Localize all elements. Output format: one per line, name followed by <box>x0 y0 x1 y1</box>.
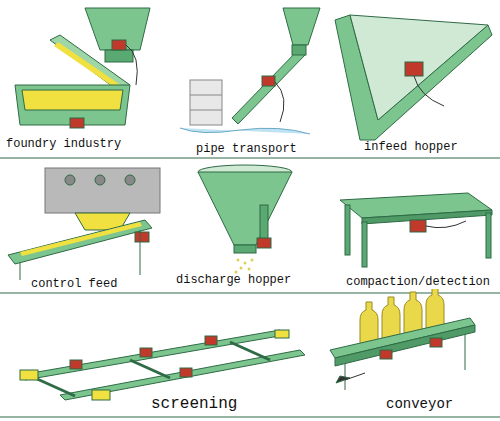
screening-figure <box>20 330 305 400</box>
caption-label: compaction/detection <box>345 276 491 289</box>
caption-label: conveyor <box>385 397 454 412</box>
caption-label: pipe transport <box>195 143 298 156</box>
discharge-hopper-figure <box>198 165 292 274</box>
caption-label: infeed hopper <box>363 141 459 154</box>
separator-lines <box>0 158 500 417</box>
foundry-figure <box>15 8 150 128</box>
infeed-hopper-figure <box>335 15 492 140</box>
compaction-figure <box>340 193 492 267</box>
caption-label: discharge hopper <box>175 274 292 287</box>
pipe-figure <box>180 8 320 134</box>
conveyor-figure <box>330 287 475 390</box>
caption-label: screening <box>150 396 238 414</box>
caption-label: foundry industry <box>5 138 122 151</box>
control-feed-figure <box>8 168 160 280</box>
caption-label: control feed <box>30 278 118 291</box>
